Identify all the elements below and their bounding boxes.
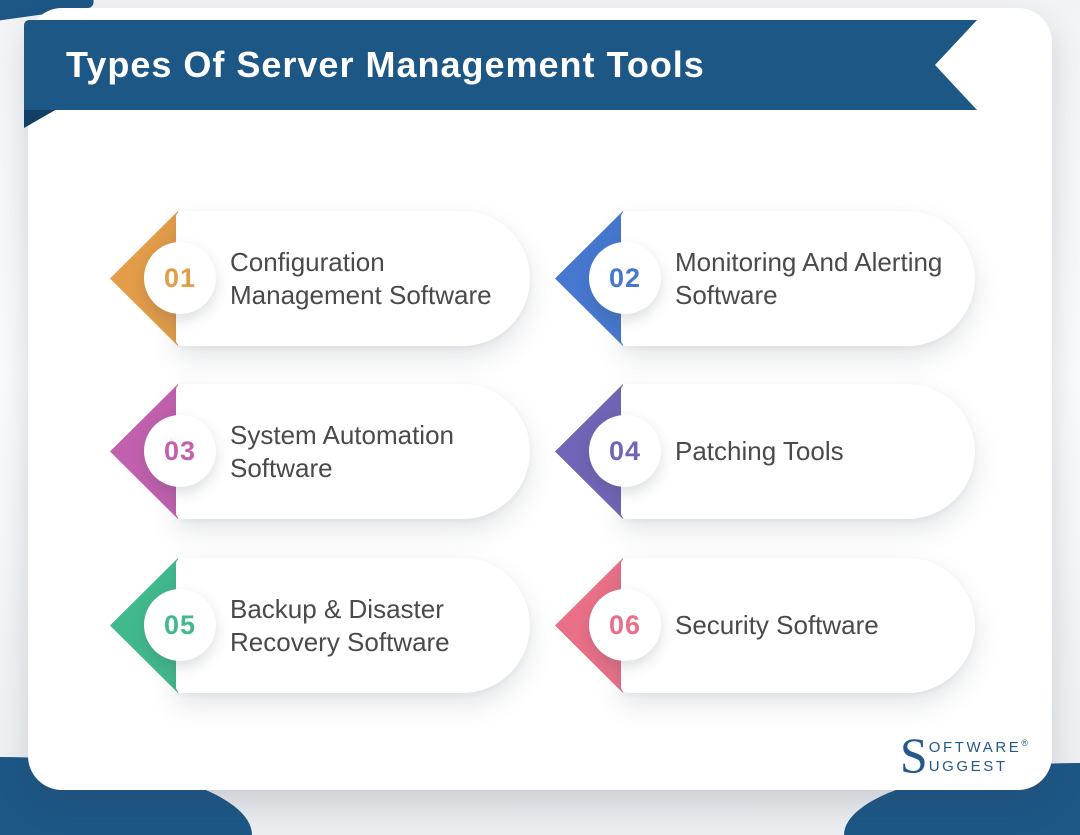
tool-item-02: 02 Monitoring And Alerting Software <box>555 211 975 346</box>
tool-pill <box>176 211 530 346</box>
number-badge: 04 <box>589 415 661 487</box>
page-title: Types Of Server Management Tools <box>66 44 705 85</box>
number-badge: 02 <box>589 242 661 314</box>
tool-item-05: 05 Backup & Disaster Recovery Software <box>110 558 530 693</box>
tool-label: System Automation Software <box>230 420 454 483</box>
logo-text-software: OFTWARE <box>928 739 1022 756</box>
tool-label: Configuration Management Software <box>230 247 492 310</box>
logo-initial: S <box>899 727 928 783</box>
item-number: 03 <box>163 435 197 466</box>
item-number: 01 <box>163 262 197 293</box>
number-badge: 03 <box>144 415 216 487</box>
registered-mark-icon: ® <box>1021 738 1028 748</box>
header-ribbon: Types Of Server Management Tools <box>24 20 977 110</box>
tool-pill <box>621 211 975 346</box>
tool-label: Monitoring And Alerting Software <box>675 247 943 310</box>
item-number: 06 <box>608 609 642 640</box>
tool-pill <box>621 558 975 693</box>
tool-label: Patching Tools <box>675 436 844 467</box>
item-number: 04 <box>608 435 642 466</box>
tool-item-06: 06 Security Software <box>555 558 975 693</box>
logo-wordmark: OFTWARE® UGGEST <box>929 734 1028 776</box>
tool-label: Security Software <box>675 610 879 641</box>
number-badge: 01 <box>144 242 216 314</box>
softwaresuggest-logo: S OFTWARE® UGGEST <box>899 727 1028 783</box>
tool-label: Backup & Disaster Recovery Software <box>230 594 450 657</box>
number-badge: 06 <box>589 589 661 661</box>
tool-pill <box>621 384 975 519</box>
tool-pill <box>176 558 530 693</box>
number-badge: 05 <box>144 589 216 661</box>
tool-item-04: 04 Patching Tools <box>555 384 975 519</box>
logo-line-bottom: UGGEST <box>928 758 1008 775</box>
item-number: 02 <box>608 262 642 293</box>
tool-item-03: 03 System Automation Software <box>110 384 530 519</box>
tool-item-01: 01 Configuration Management Software <box>110 211 530 346</box>
item-number: 05 <box>163 609 197 640</box>
tool-pill <box>176 384 530 519</box>
logo-line-top: OFTWARE® <box>929 734 1028 757</box>
